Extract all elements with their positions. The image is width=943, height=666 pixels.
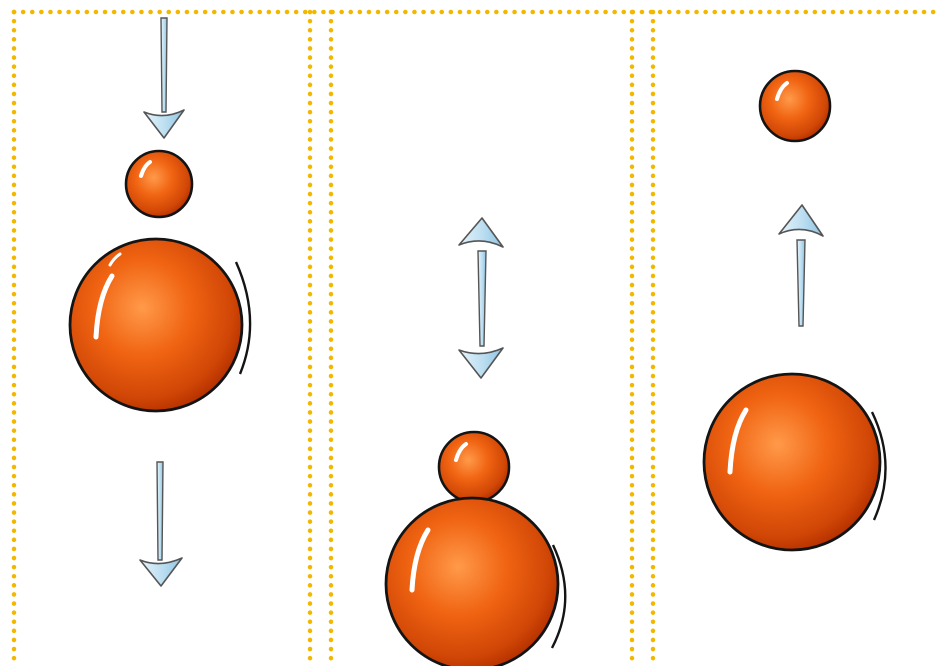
small-ball — [124, 149, 194, 219]
large-ball — [702, 372, 887, 552]
arrow-down-icon — [143, 17, 185, 139]
arrow-up-icon — [778, 204, 824, 327]
large-ball — [384, 496, 567, 666]
panel-2 — [384, 217, 567, 666]
double-arrow-icon — [458, 217, 504, 379]
arrow-down-icon — [139, 461, 183, 587]
panel-borders — [11, 9, 943, 666]
panel-3 — [702, 69, 887, 552]
large-ball — [68, 237, 252, 413]
small-ball — [437, 430, 511, 504]
panel-1 — [68, 17, 252, 587]
small-ball — [758, 69, 832, 143]
